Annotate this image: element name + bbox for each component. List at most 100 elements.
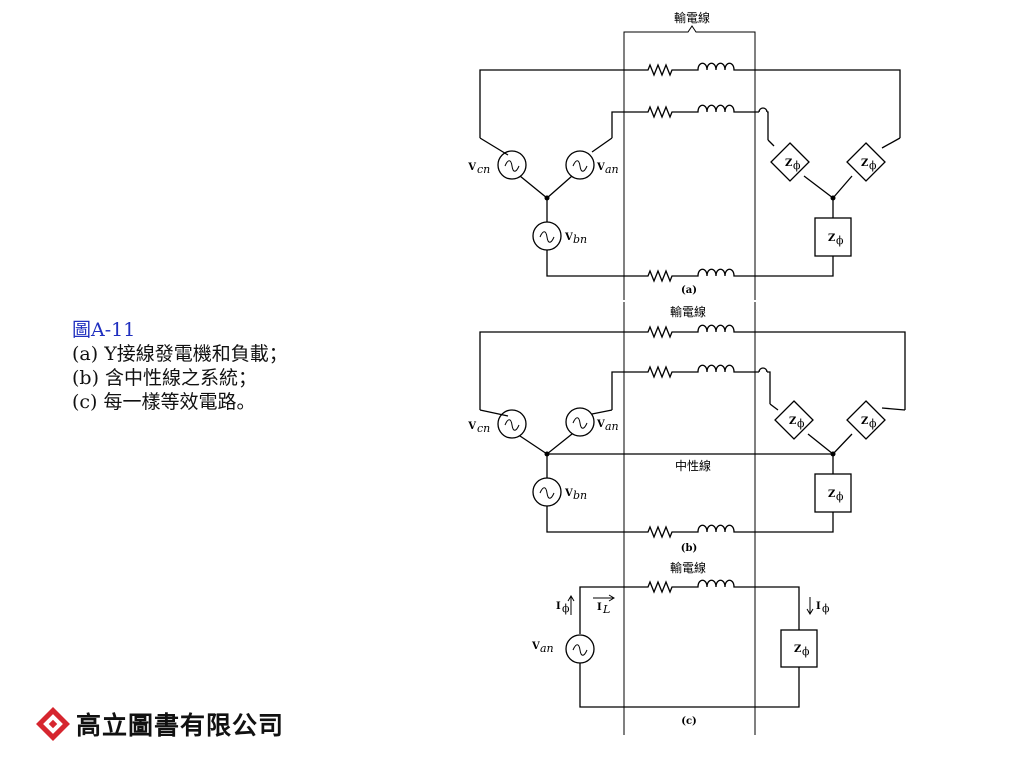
panel-b: 輸電線 中性線 V cn V an V bn	[467, 302, 906, 560]
z-subscript: ϕ	[836, 234, 844, 247]
v-an-subscript: an	[605, 163, 619, 176]
wire	[736, 586, 800, 630]
wire	[479, 409, 509, 417]
publisher-logo-icon	[36, 707, 70, 741]
inductor-icon	[693, 62, 737, 71]
z-subscript: ϕ	[797, 417, 805, 430]
i-phi-label: I	[816, 601, 821, 612]
v-bn-label: V	[564, 488, 573, 499]
panel-a-label: (a)	[681, 285, 697, 296]
inductor-icon	[693, 524, 737, 533]
load-impedance-3-box	[814, 217, 852, 257]
line-label-a: 輸電線	[674, 10, 710, 25]
caption-line-b: (b) 含中性線之系統；	[72, 367, 258, 389]
z-label: Z	[828, 233, 835, 244]
figure-caption: 圖A-11 (a) Y接線發電機和負載； (b) 含中性線之系統； (c) 每一…	[72, 318, 288, 414]
wire	[479, 69, 644, 138]
z-label: Z	[828, 489, 835, 500]
wire-crossover-icon	[758, 367, 768, 373]
i-l-label: I	[597, 602, 602, 613]
load-impedance-3-box	[814, 473, 852, 513]
wire	[736, 331, 906, 410]
wire	[579, 663, 800, 708]
v-cn-subscript: cn	[477, 422, 490, 435]
resistor-icon	[643, 64, 677, 76]
z-subscript: ϕ	[869, 417, 877, 430]
wire	[611, 111, 644, 138]
line-label-c: 輸電線	[670, 560, 706, 575]
voltage-source-an-icon	[565, 150, 595, 180]
resistor-icon	[643, 270, 677, 282]
inductor-icon	[693, 579, 737, 588]
inductor-icon	[693, 364, 737, 373]
z-subscript: ϕ	[836, 490, 844, 503]
wire	[611, 371, 644, 410]
i-phi-subscript: ϕ	[822, 602, 830, 615]
voltage-source-an-icon	[565, 634, 595, 664]
v-an-label: V	[596, 419, 605, 430]
wire	[591, 137, 613, 153]
resistor-icon	[643, 581, 677, 593]
voltage-source-cn-icon	[497, 150, 527, 180]
wire	[546, 250, 644, 277]
v-bn-subscript: bn	[573, 233, 587, 246]
line-bracket-a	[623, 25, 756, 38]
v-cn-label: V	[467, 421, 476, 432]
inductor-icon	[693, 324, 737, 333]
v-an-label: V	[531, 641, 540, 652]
wire	[803, 175, 853, 199]
inductor-icon	[693, 104, 737, 113]
caption-line-c: (c) 每一樣等效電路。	[72, 391, 256, 413]
v-bn-subscript: bn	[573, 489, 587, 502]
wire	[769, 403, 779, 411]
z-label: Z	[789, 416, 796, 427]
wire	[736, 256, 834, 277]
voltage-source-bn-icon	[532, 477, 562, 507]
current-arrow-right-icon	[593, 594, 615, 602]
wire	[736, 69, 901, 138]
z-subscript: ϕ	[869, 159, 877, 172]
voltage-source-bn-icon	[532, 221, 562, 251]
current-arrow-down-icon	[806, 597, 814, 615]
resistor-icon	[643, 526, 677, 538]
wire	[736, 512, 834, 533]
z-label: Z	[861, 158, 868, 169]
v-an-label: V	[596, 162, 605, 173]
publisher-name: 高立圖書有限公司	[76, 711, 285, 740]
v-cn-subscript: cn	[477, 163, 490, 176]
z-label: Z	[785, 158, 792, 169]
wire	[479, 331, 644, 410]
wire	[767, 139, 775, 147]
v-an-subscript: an	[540, 642, 554, 655]
wire	[591, 409, 613, 415]
resistor-icon	[643, 326, 677, 338]
figure-title: 圖A-11	[72, 319, 136, 341]
i-phi-subscript: ϕ	[562, 602, 570, 615]
wire	[479, 137, 509, 156]
panel-a: 輸電線 V cn V an V bn	[467, 10, 901, 300]
wire	[881, 407, 906, 411]
i-phi-label: I	[556, 601, 561, 612]
wire	[519, 175, 573, 199]
z-subscript: ϕ	[802, 645, 810, 658]
neutral-label: 中性線	[675, 458, 711, 473]
caption-line-a: (a) Y接線發電機和負載；	[72, 343, 288, 365]
wire	[881, 137, 901, 149]
inductor-icon	[693, 268, 737, 277]
load-impedance-box	[780, 629, 818, 668]
resistor-icon	[643, 106, 677, 118]
v-an-subscript: an	[605, 420, 619, 433]
z-subscript: ϕ	[793, 159, 801, 172]
v-cn-label: V	[467, 162, 476, 173]
panel-c-label: (c)	[681, 716, 697, 727]
panel-b-label: (b)	[681, 543, 697, 554]
wire-crossover-icon	[758, 107, 768, 113]
line-label-b: 輸電線	[670, 304, 706, 319]
wire	[546, 506, 644, 533]
voltage-source-cn-icon	[497, 409, 527, 439]
panel-c: 輸電線 Z ϕ V an I ϕ I L I ϕ (c)	[531, 560, 830, 735]
wire	[767, 371, 771, 404]
wire	[519, 433, 573, 455]
wire	[579, 586, 644, 634]
